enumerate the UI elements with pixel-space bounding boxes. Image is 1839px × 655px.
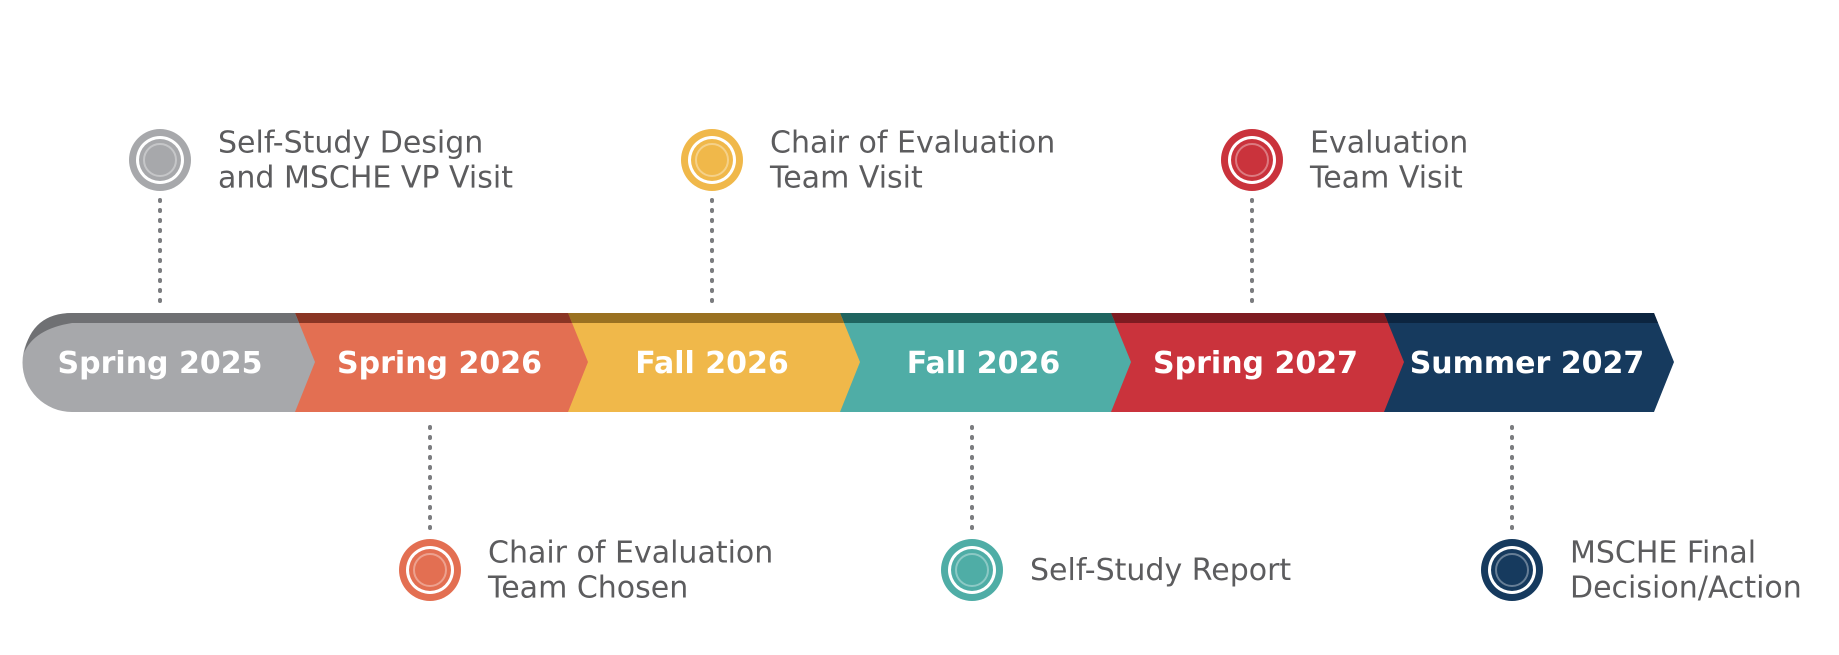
segment-label: Fall 2026	[907, 346, 1061, 381]
segment-label: Fall 2026	[635, 346, 789, 381]
segment-label: Spring 2027	[1153, 346, 1358, 381]
marker-dot	[139, 139, 181, 181]
segment-shade	[295, 313, 572, 323]
marker-inner-ring	[143, 143, 177, 177]
event-label-line: Evaluation	[1310, 126, 1468, 161]
timeline-event: Self-Study Report	[941, 425, 1291, 601]
segment-shape	[295, 313, 588, 412]
segment-shade	[840, 313, 1115, 323]
segment-shape	[22, 313, 316, 412]
marker-inner-ring	[1235, 143, 1269, 177]
event-label-line: MSCHE Final	[1570, 536, 1756, 571]
timeline-segment: Spring 2027	[1111, 313, 1404, 412]
timeline-segment: Spring 2026	[295, 313, 588, 412]
segment-shape	[1111, 313, 1404, 412]
event-label-line: Decision/Action	[1570, 571, 1802, 606]
event-label-line: Team Chosen	[487, 571, 688, 606]
segment-shape	[1384, 313, 1674, 412]
segment-shade	[24, 313, 299, 353]
event-label-line: Team Visit	[769, 161, 923, 196]
event-label-line: Chair of Evaluation	[770, 126, 1055, 161]
segment-shape	[840, 313, 1131, 412]
timeline-segment: Fall 2026	[840, 313, 1131, 412]
event-label-line: Self-Study Design	[218, 126, 483, 161]
event-label-line: Chair of Evaluation	[488, 536, 773, 571]
segment-label: Summer 2027	[1410, 346, 1645, 381]
event-label: Self-Study Report	[1030, 553, 1291, 588]
timeline-segment: Summer 2027	[1384, 313, 1674, 412]
segment-shape	[568, 313, 860, 412]
timeline-segment: Spring 2025	[22, 313, 316, 412]
marker-dot	[691, 139, 733, 181]
marker-dot	[951, 549, 993, 591]
segment-shade	[1384, 313, 1658, 323]
marker-inner-ring	[695, 143, 729, 177]
segment-shade	[1111, 313, 1388, 323]
timeline-bar: Summer 2027 Spring 2027 Fall 2026 Fall 2026…	[22, 313, 1674, 412]
event-label-line: Self-Study Report	[1030, 553, 1291, 588]
event-label-line: Team Visit	[1309, 161, 1463, 196]
marker-dot	[1491, 549, 1533, 591]
timeline-segment: Fall 2026	[568, 313, 860, 412]
segment-shade	[568, 313, 844, 323]
marker-dot	[409, 549, 451, 591]
segment-label: Spring 2025	[58, 346, 263, 381]
segment-label: Spring 2026	[337, 346, 542, 381]
marker-inner-ring	[955, 553, 989, 587]
event-label-line: and MSCHE VP Visit	[218, 161, 513, 196]
marker-inner-ring	[1495, 553, 1529, 587]
marker-dot	[1231, 139, 1273, 181]
marker-inner-ring	[413, 553, 447, 587]
